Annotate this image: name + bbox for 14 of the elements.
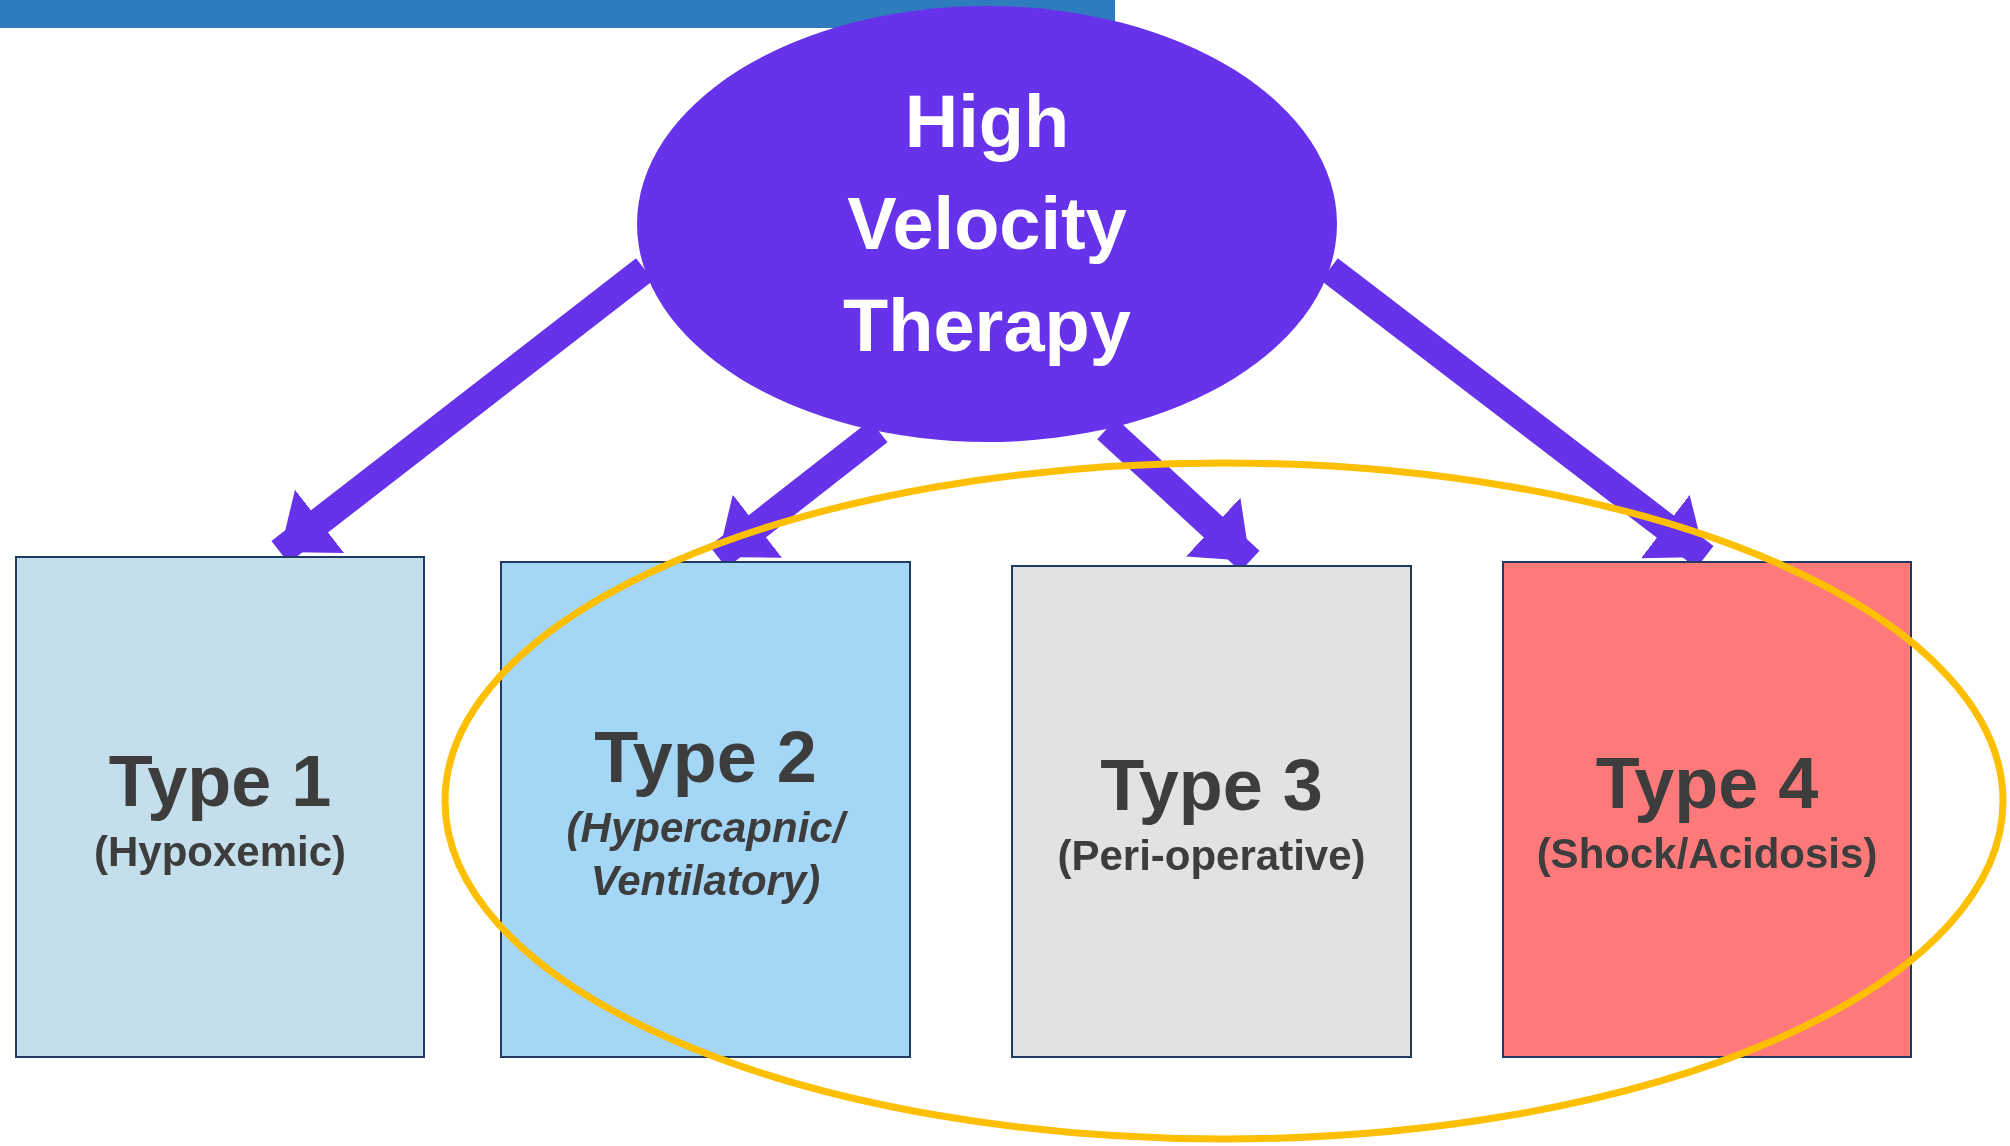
therapy-ellipse [637,6,1337,442]
type-box [500,561,911,1058]
node-title: Type 1 [108,739,332,823]
type-box [1011,565,1412,1058]
node-subtitle: (Shock/Acidosis) [1536,829,1878,880]
node-title: Type 3 [1100,744,1323,828]
node-title: High Velocity Therapy [842,78,1132,370]
node-title: Type 2 [594,716,817,799]
type-box [15,556,425,1058]
node-title: Type 4 [1595,742,1819,826]
node-subtitle: (Hypercapnic/ Ventilatory) [510,802,901,907]
node-subtitle: (Hypoxemic) [93,826,347,877]
type-box [1502,561,1912,1058]
node-subtitle: (Peri-operative) [1057,831,1366,882]
